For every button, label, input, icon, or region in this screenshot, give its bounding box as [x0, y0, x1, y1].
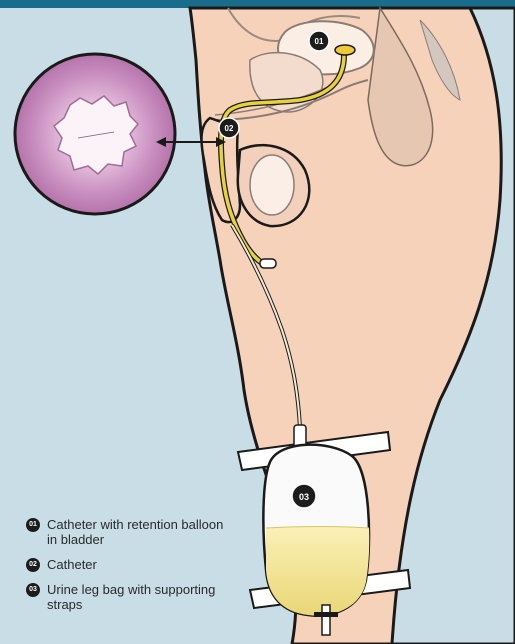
legend-text-03: Urine leg bag with supporting straps [47, 582, 226, 612]
svg-text:01: 01 [315, 37, 324, 46]
marker-01: 01 [309, 31, 329, 51]
legend-badge-01: 01 [26, 518, 40, 532]
svg-text:02: 02 [225, 124, 234, 133]
legend-text-02: Catheter [47, 557, 97, 572]
legend-text-01: Catheter with retention balloon in bladd… [47, 517, 226, 547]
legend-item-02: 02 Catheter [26, 557, 226, 572]
legend: 01 Catheter with retention balloon in bl… [26, 517, 226, 622]
legend-badge-03: 03 [26, 583, 40, 597]
legend-badge-02: 02 [26, 558, 40, 572]
marker-03: 03 [292, 484, 316, 508]
svg-text:03: 03 [299, 492, 309, 502]
retention-balloon [335, 45, 355, 55]
urine-level [266, 527, 369, 616]
legend-item-01: 01 Catheter with retention balloon in bl… [26, 517, 226, 547]
legend-item-03: 03 Urine leg bag with supporting straps [26, 582, 226, 612]
marker-02: 02 [219, 118, 239, 138]
